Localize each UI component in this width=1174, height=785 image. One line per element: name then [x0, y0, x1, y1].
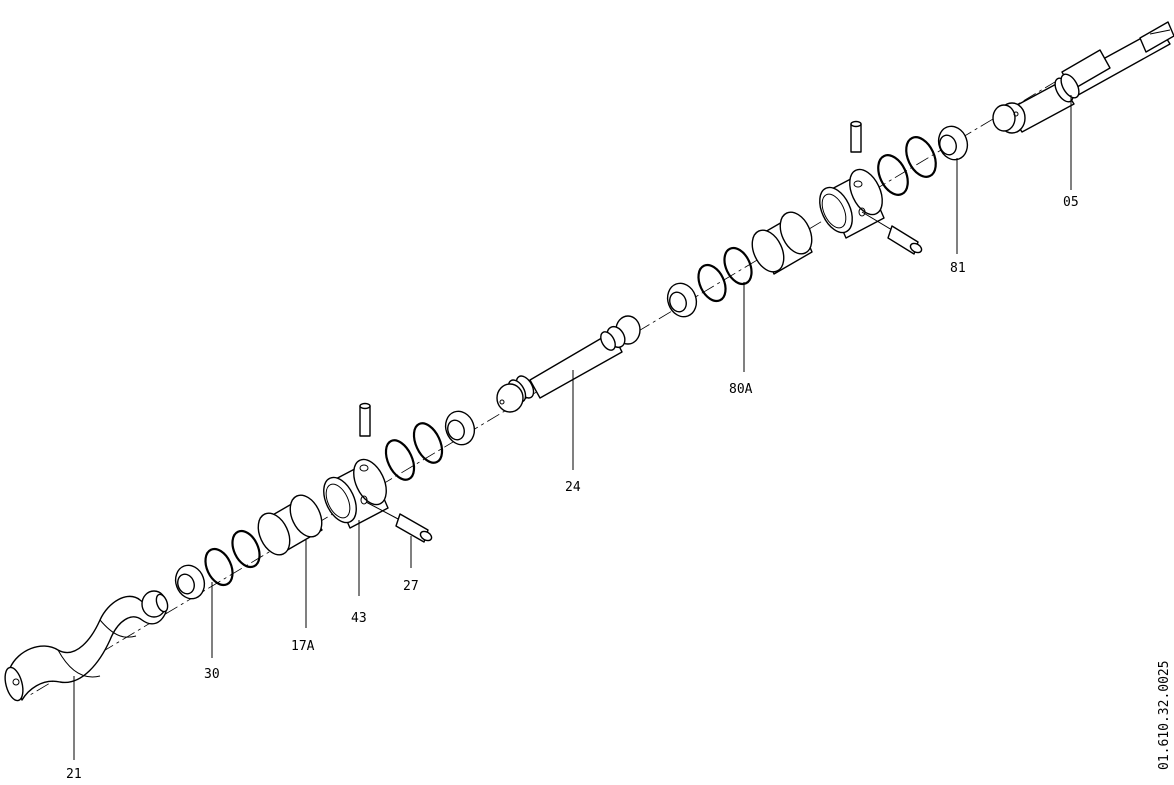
o-ring-upper-2: [877, 154, 909, 196]
washer-middle: [666, 282, 698, 318]
sleeve-lower: [257, 494, 323, 556]
o-ring-lower-1: [412, 422, 444, 464]
label-80a: 80A: [729, 382, 753, 397]
label-27: 27: [403, 579, 419, 594]
center-axis: [29, 54, 1101, 696]
label-30: 30: [204, 667, 220, 682]
o-ring-30-1: [231, 529, 261, 569]
label-24: 24: [565, 480, 581, 495]
drawing-number: 01.610.32.0025: [1157, 660, 1172, 770]
pin-lower-vertical: [359, 402, 371, 437]
label-21: 21: [66, 767, 82, 782]
pin-upper-vertical: [850, 120, 862, 153]
o-ring-upper-1: [905, 136, 937, 178]
sleeve-upper: [751, 211, 813, 275]
o-ring-80a-2: [697, 263, 727, 303]
connecting-rod: [496, 315, 641, 413]
label-81: 81: [950, 261, 966, 276]
label-05: 05: [1063, 195, 1079, 210]
o-ring-30-2: [204, 547, 234, 587]
joint-sleeve-upper: [819, 168, 885, 239]
label-17a: 17A: [291, 639, 315, 654]
pin-lower-diagonal: [365, 501, 433, 543]
washer-bottom: [174, 564, 206, 600]
drive-shaft: [992, 21, 1174, 134]
washer-lower: [444, 410, 476, 446]
o-ring-80a-1: [723, 246, 753, 286]
rotor: [4, 590, 169, 702]
washer-81: [937, 125, 969, 161]
pin-upper-diagonal: [861, 211, 923, 255]
joint-sleeve-lower: [323, 458, 389, 529]
o-ring-lower-2: [384, 439, 416, 481]
label-43: 43: [351, 611, 367, 626]
